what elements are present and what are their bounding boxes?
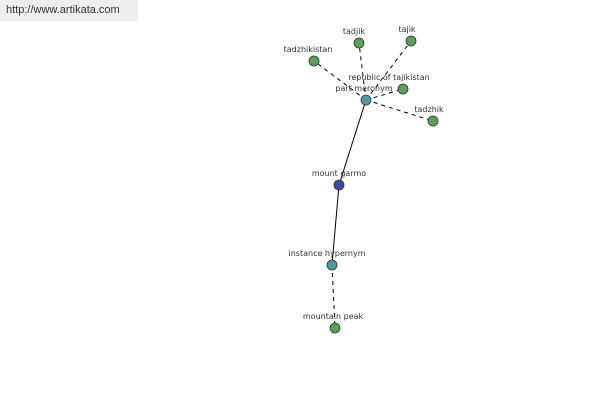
node-label: part meronym — [335, 84, 392, 93]
node-label: tadzhik — [414, 105, 444, 114]
node-tadjik[interactable]: tadjik — [343, 27, 366, 49]
node-circle[interactable] — [405, 35, 417, 47]
node-label: tajik — [398, 25, 415, 34]
node-circle[interactable] — [360, 94, 372, 106]
node-mount-garmo[interactable]: mount garmo — [312, 169, 366, 191]
edge-mount-garmo-to-instance-hypernym — [331, 184, 340, 266]
edge-part-meronym-to-tadjik — [358, 42, 367, 101]
edges-layer — [313, 40, 434, 329]
node-label: tadzhikistan — [284, 45, 333, 54]
node-tadzhik[interactable]: tadzhik — [414, 105, 444, 127]
node-mountain-peak[interactable]: mountain peak — [303, 312, 364, 334]
node-circle[interactable] — [353, 37, 365, 49]
edge-part-meronym-to-tadzhikistan — [313, 60, 367, 101]
url-watermark: http://www.artikata.com — [0, 0, 138, 21]
node-instance-hypernym[interactable]: instance hypernym — [289, 249, 366, 271]
node-circle[interactable] — [397, 83, 409, 95]
node-circle[interactable] — [308, 55, 320, 67]
node-tadzhikistan[interactable]: tadzhikistan — [284, 45, 333, 67]
node-circle[interactable] — [329, 322, 341, 334]
edge-mount-garmo-to-part-meronym — [338, 99, 367, 186]
node-republic-of-tajikistan[interactable]: republic of tajikistan — [348, 73, 430, 95]
node-part-meronym[interactable]: part meronym — [335, 84, 393, 106]
node-label: republic of tajikistan — [348, 73, 430, 82]
node-label: mountain peak — [303, 312, 364, 321]
nodes-layer: tadjik tajik tadzhikistan republic of tajik… — [284, 25, 444, 334]
node-circle[interactable] — [427, 115, 439, 127]
node-label: instance hypernym — [289, 249, 366, 258]
node-label: tadjik — [343, 27, 366, 36]
edge-instance-hypernym-to-mountain-peak — [331, 264, 336, 329]
node-circle[interactable] — [326, 259, 338, 271]
node-label: mount garmo — [312, 169, 366, 178]
node-tajik[interactable]: tajik — [398, 25, 417, 47]
node-circle[interactable] — [333, 179, 345, 191]
edge-part-meronym-to-republic-of-tajikistan — [365, 88, 404, 101]
edge-part-meronym-to-tadzhik — [365, 99, 434, 122]
